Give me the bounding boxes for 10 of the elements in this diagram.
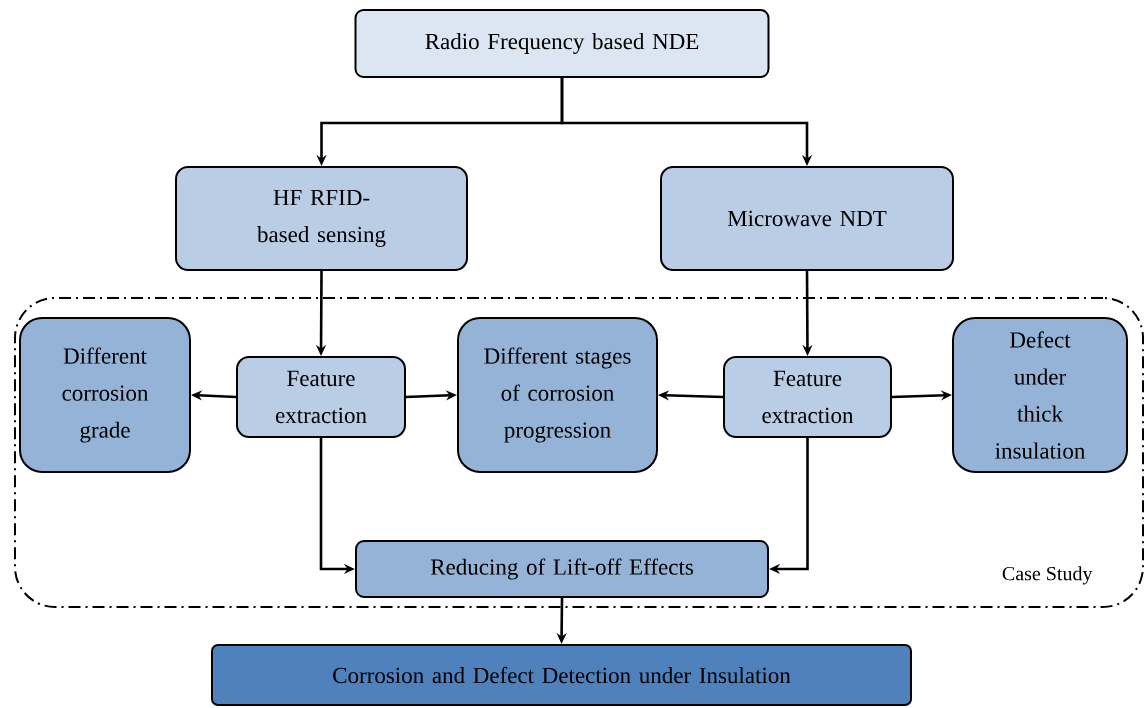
process-box: Different corrosion grade xyxy=(19,317,191,473)
process-box: HF RFID-based sensing xyxy=(175,166,468,271)
process-box: Different stages of corrosion progression xyxy=(457,317,658,473)
process-box: Feature extraction xyxy=(723,356,892,438)
process-box: Radio Frequency based NDE xyxy=(354,9,770,78)
process-box: Defect under thick insulation xyxy=(952,317,1128,473)
process-box: Corrosion and Defect Detection under Insulation xyxy=(211,644,912,706)
process-box: Microwave NDT xyxy=(660,166,954,271)
process-box: Reducing of Lift-off Effects xyxy=(355,540,769,598)
process-box: Feature extraction xyxy=(236,356,406,438)
